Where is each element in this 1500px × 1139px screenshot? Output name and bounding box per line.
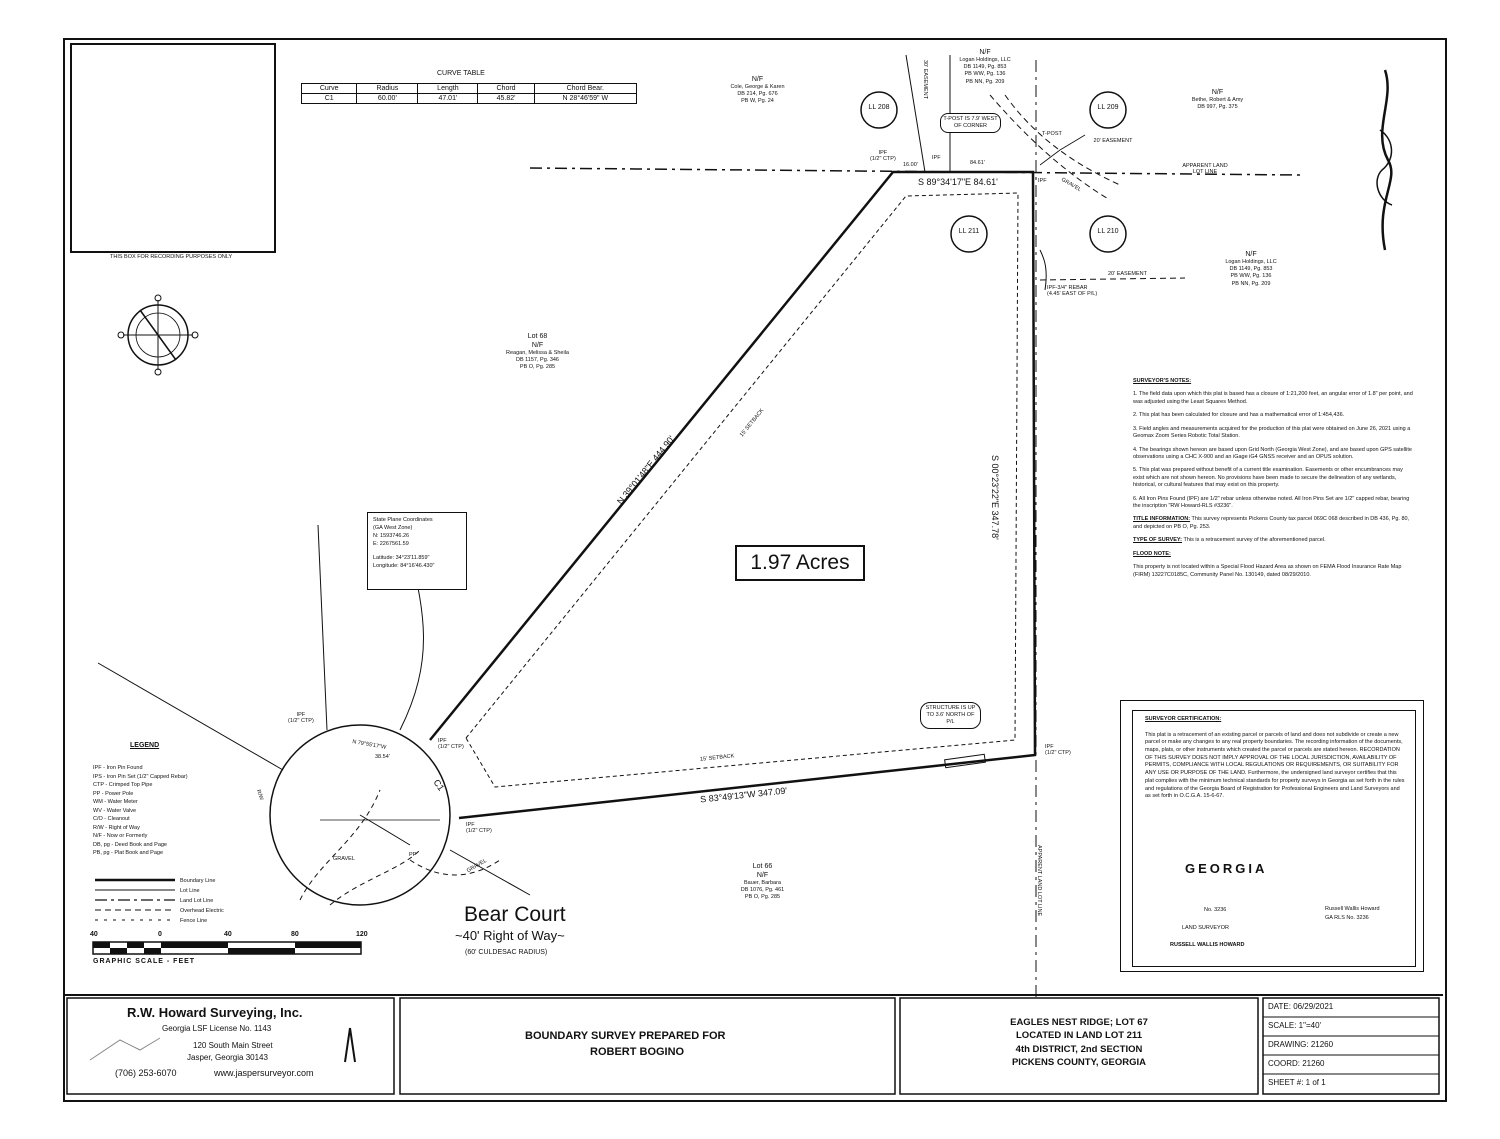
curve-header: Curve — [300, 83, 358, 94]
compass-icon — [117, 294, 199, 376]
scale-tick-4: 80 — [291, 931, 299, 938]
signer-reg: GA RLS No. 3236 — [1325, 915, 1369, 921]
ll-208-circle — [860, 91, 898, 129]
state-plane-box: State Plane Coordinates (GA West Zone) N… — [367, 512, 467, 590]
owner-logan-top: N/F Logan Holdings, LLC DB 1149, Pg. 853… — [959, 49, 1011, 85]
scale-tick-1: 40 — [90, 931, 98, 938]
chord-cell: 45.82' — [477, 93, 535, 104]
owner-lot68: Lot 68 N/F Reagan, Melissa & Sheila DB 1… — [506, 333, 569, 371]
radius-header: Radius — [356, 83, 419, 94]
seal-mid-text: LAND SURVEYOR — [1182, 925, 1229, 931]
chord-bear-header: Chord Bear. — [533, 83, 638, 94]
location-block: EAGLES NEST RIDGE; LOT 67 LOCATED IN LAN… — [1010, 1017, 1148, 1068]
date-field: DATE: 06/29/2021 — [1268, 1002, 1334, 1011]
curve-table: Curve Radius Length Chord Chord Bear. C1… — [300, 83, 638, 104]
owner-cole: N/F Cole, George & Karen DB 214, Pg. 676… — [730, 76, 785, 105]
ipf-north-east: IPF — [932, 155, 941, 161]
tpost-label: T-POST — [1042, 131, 1062, 137]
company-city: Jasper, Georgia 30143 — [187, 1053, 268, 1062]
certification-inner — [1132, 710, 1416, 967]
scale-label: GRAPHIC SCALE - FEET — [93, 958, 196, 965]
legend-lines: Boundary Line Lot Line Land Lot Line Ove… — [180, 878, 224, 924]
legend-title: LEGEND — [130, 742, 160, 749]
scale-field: SCALE: 1"=40' — [1268, 1021, 1322, 1030]
north-small-2: 84.61' — [970, 160, 985, 166]
pp-label: PP — [409, 852, 417, 858]
ll-209-circle — [1089, 91, 1127, 129]
owner-logan-right: N/F Logan Holdings, LLC DB 1149, Pg. 853… — [1225, 251, 1277, 287]
company-name: R.W. Howard Surveying, Inc. — [127, 1005, 303, 1020]
ipf-south: IPF(1/2" CTP) — [466, 822, 492, 835]
easement-right-label: 20' EASEMENT — [1108, 271, 1147, 277]
drawing-field: DRAWING: 21260 — [1268, 1040, 1334, 1049]
scale-tick-2: 0 — [158, 931, 162, 938]
sheet-field: SHEET #: 1 of 1 — [1268, 1078, 1326, 1087]
ipf-north-corner: IPF — [1038, 178, 1047, 184]
ll-211-label: LL 211 — [958, 228, 980, 235]
ll-211-circle — [950, 215, 988, 253]
bearing-east: S 00°23'22"E 347.78' — [990, 455, 1000, 540]
recording-box — [70, 43, 276, 253]
chord-bear-cell: N 28°46'59" W — [533, 93, 638, 104]
company-phone: (706) 253-6070 — [115, 1068, 177, 1078]
culdesac-circle — [269, 724, 451, 906]
graphic-scale — [92, 941, 362, 955]
cul-line-distance: 38.54' — [375, 754, 390, 760]
plat-sheet — [63, 38, 1447, 1102]
seal-top-text: GEORGIA — [1185, 861, 1268, 876]
ipf-north-west: IPF(1/2" CTP) — [870, 150, 896, 163]
ll-210-circle — [1089, 215, 1127, 253]
ipf-southeast: IPF(1/2" CTP) — [1045, 744, 1071, 757]
signer-name: Russell Wallis Howard — [1325, 906, 1380, 912]
ipf-culdesac: IPF(1/2" CTP) — [288, 712, 314, 725]
scale-tick-5: 120 — [356, 931, 368, 938]
length-header: Length — [417, 83, 479, 94]
scale-tick-3: 40 — [224, 931, 232, 938]
structure-mark — [944, 753, 986, 769]
road-row: ~40' Right of Way~ — [455, 928, 565, 943]
boundary-line — [429, 170, 1037, 820]
prepared-for-line-1: BOUNDARY SURVEY PREPARED FOR — [525, 1030, 726, 1042]
ipf-rebar: IPF-3/4" REBAR(4.45' EAST OF P/L) — [1047, 285, 1098, 298]
road-culdesac: (60' CULDESAC RADIUS) — [465, 949, 548, 956]
recording-box-caption: THIS BOX FOR RECORDING PURPOSES ONLY — [110, 254, 233, 260]
length-cell: 47.01' — [417, 93, 479, 104]
curve-table-title: CURVE TABLE — [437, 70, 485, 77]
ll-210-label: LL 210 — [1097, 228, 1119, 235]
seal-bottom-text: RUSSELL WALLIS HOWARD — [1170, 942, 1245, 948]
setback-line — [465, 192, 1019, 788]
apparent-lll-vertical: APPARENT LAND LOT LINE — [1036, 845, 1042, 917]
tpost-note: T-POST IS 7.9' WEST OF CORNER — [940, 113, 1001, 134]
company-logo-icon — [89, 1027, 356, 1063]
structure-note: STRUCTURE IS UP TO 3.6' NORTH OF P/L — [920, 702, 981, 730]
ll-208-label: LL 208 — [868, 104, 890, 111]
prepared-for-line-2: ROBERT BOGINO — [590, 1046, 685, 1058]
easement-20-label: 20' EASEMENT — [1093, 138, 1133, 144]
company-website: www.jaspersurveyor.com — [214, 1068, 314, 1078]
acres-box: 1.97 Acres — [735, 545, 865, 581]
north-arrow-icon — [1376, 69, 1393, 251]
radius-cell: 60.00' — [356, 93, 419, 104]
ipf-west: IPF(1/2" CTP) — [438, 738, 464, 751]
certification-text: SURVEYOR CERTIFICATION: This plat is a r… — [1145, 716, 1405, 800]
seal-number: No. 3236 — [1204, 907, 1227, 913]
road-name: Bear Court — [464, 903, 566, 926]
curve-cell: C1 — [300, 93, 358, 104]
bearing-north: S 89°34'17"E 84.61' — [918, 177, 998, 187]
easement-30-label: 30' EASEMENT — [922, 60, 928, 99]
apparent-lll-label: APPARENT LAND LOT LINE — [1182, 163, 1228, 176]
owner-lot66: Lot 66 N/F Bauer, Barbara DB 1076, Pg. 4… — [740, 863, 785, 901]
chord-header: Chord — [477, 83, 535, 94]
legend-list: IPF - Iron Pin Found IPS - Iron Pin Set … — [93, 765, 188, 857]
ll-209-label: LL 209 — [1097, 104, 1119, 111]
owner-bethe: N/F Bethe, Robert & Amy DB 997, Pg. 375 — [1191, 89, 1244, 111]
north-small-1: 16.00' — [903, 162, 918, 168]
company-license: Georgia LSF License No. 1143 — [162, 1024, 272, 1033]
gravel-cul: GRAVEL — [333, 856, 355, 862]
coord-field: COORD: 21260 — [1268, 1059, 1325, 1068]
surveyor-notes: SURVEYOR'S NOTES: 1. The field data upon… — [1133, 378, 1413, 578]
company-street: 120 South Main Street — [193, 1041, 273, 1050]
